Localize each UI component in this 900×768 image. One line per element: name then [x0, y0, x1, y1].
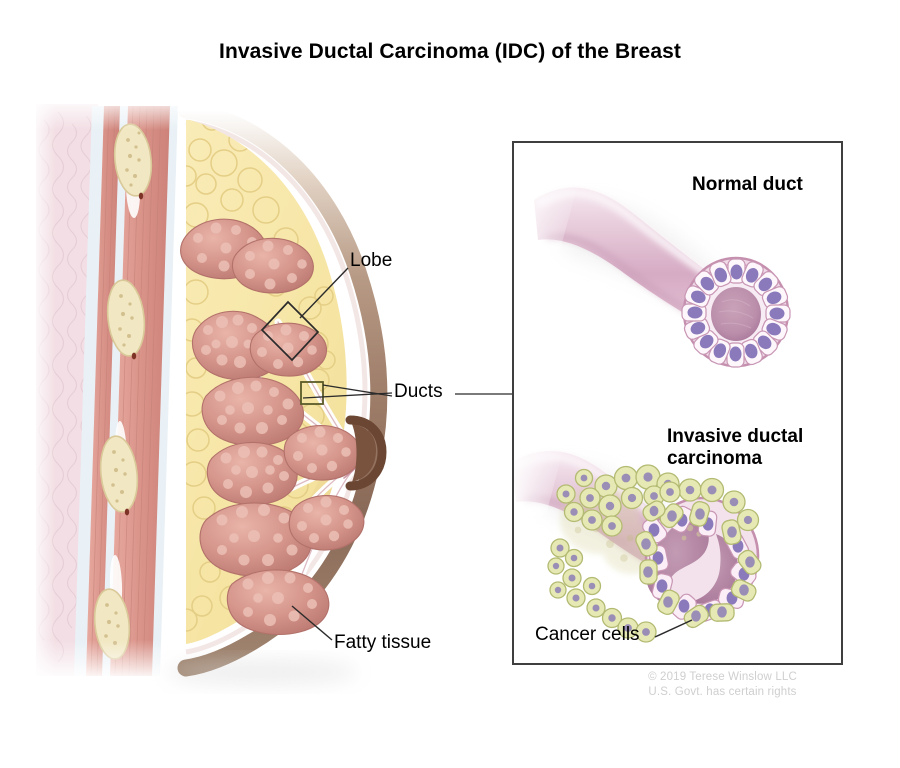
label-invasive-ductal-carcinoma: Invasive ductal carcinoma: [667, 426, 803, 471]
breast-cross-section: [30, 96, 388, 684]
page-title: Invasive Ductal Carcinoma (IDC) of the B…: [219, 40, 681, 63]
rib-group: [93, 123, 153, 660]
copyright-credit: © 2019 Terese Winslow LLC U.S. Govt. has…: [600, 670, 845, 700]
lobe-callout-box: [260, 300, 320, 362]
label-fatty-tissue: Fatty tissue: [334, 632, 432, 653]
lobe-leader-line: [299, 267, 349, 319]
fatty-tissue-leader-line: [291, 605, 333, 641]
ducts-callout-box: [300, 381, 324, 405]
idc-label-line-2: carcinoma: [667, 448, 763, 470]
label-lobe: Lobe: [350, 250, 393, 271]
lobule-group: [180, 218, 365, 636]
label-ducts: Ducts: [394, 381, 443, 402]
credit-line-2: U.S. Govt. has certain rights: [648, 686, 797, 699]
inset-panel: [512, 141, 843, 665]
credit-line-1: © 2019 Terese Winslow LLC: [648, 671, 797, 683]
label-normal-duct: Normal duct: [692, 174, 803, 195]
duct-system: [208, 318, 363, 604]
idc-label-line-1: Invasive ductal: [667, 426, 804, 447]
callout-lines: [260, 267, 512, 641]
label-cancer-cells: Cancer cells: [535, 624, 640, 645]
